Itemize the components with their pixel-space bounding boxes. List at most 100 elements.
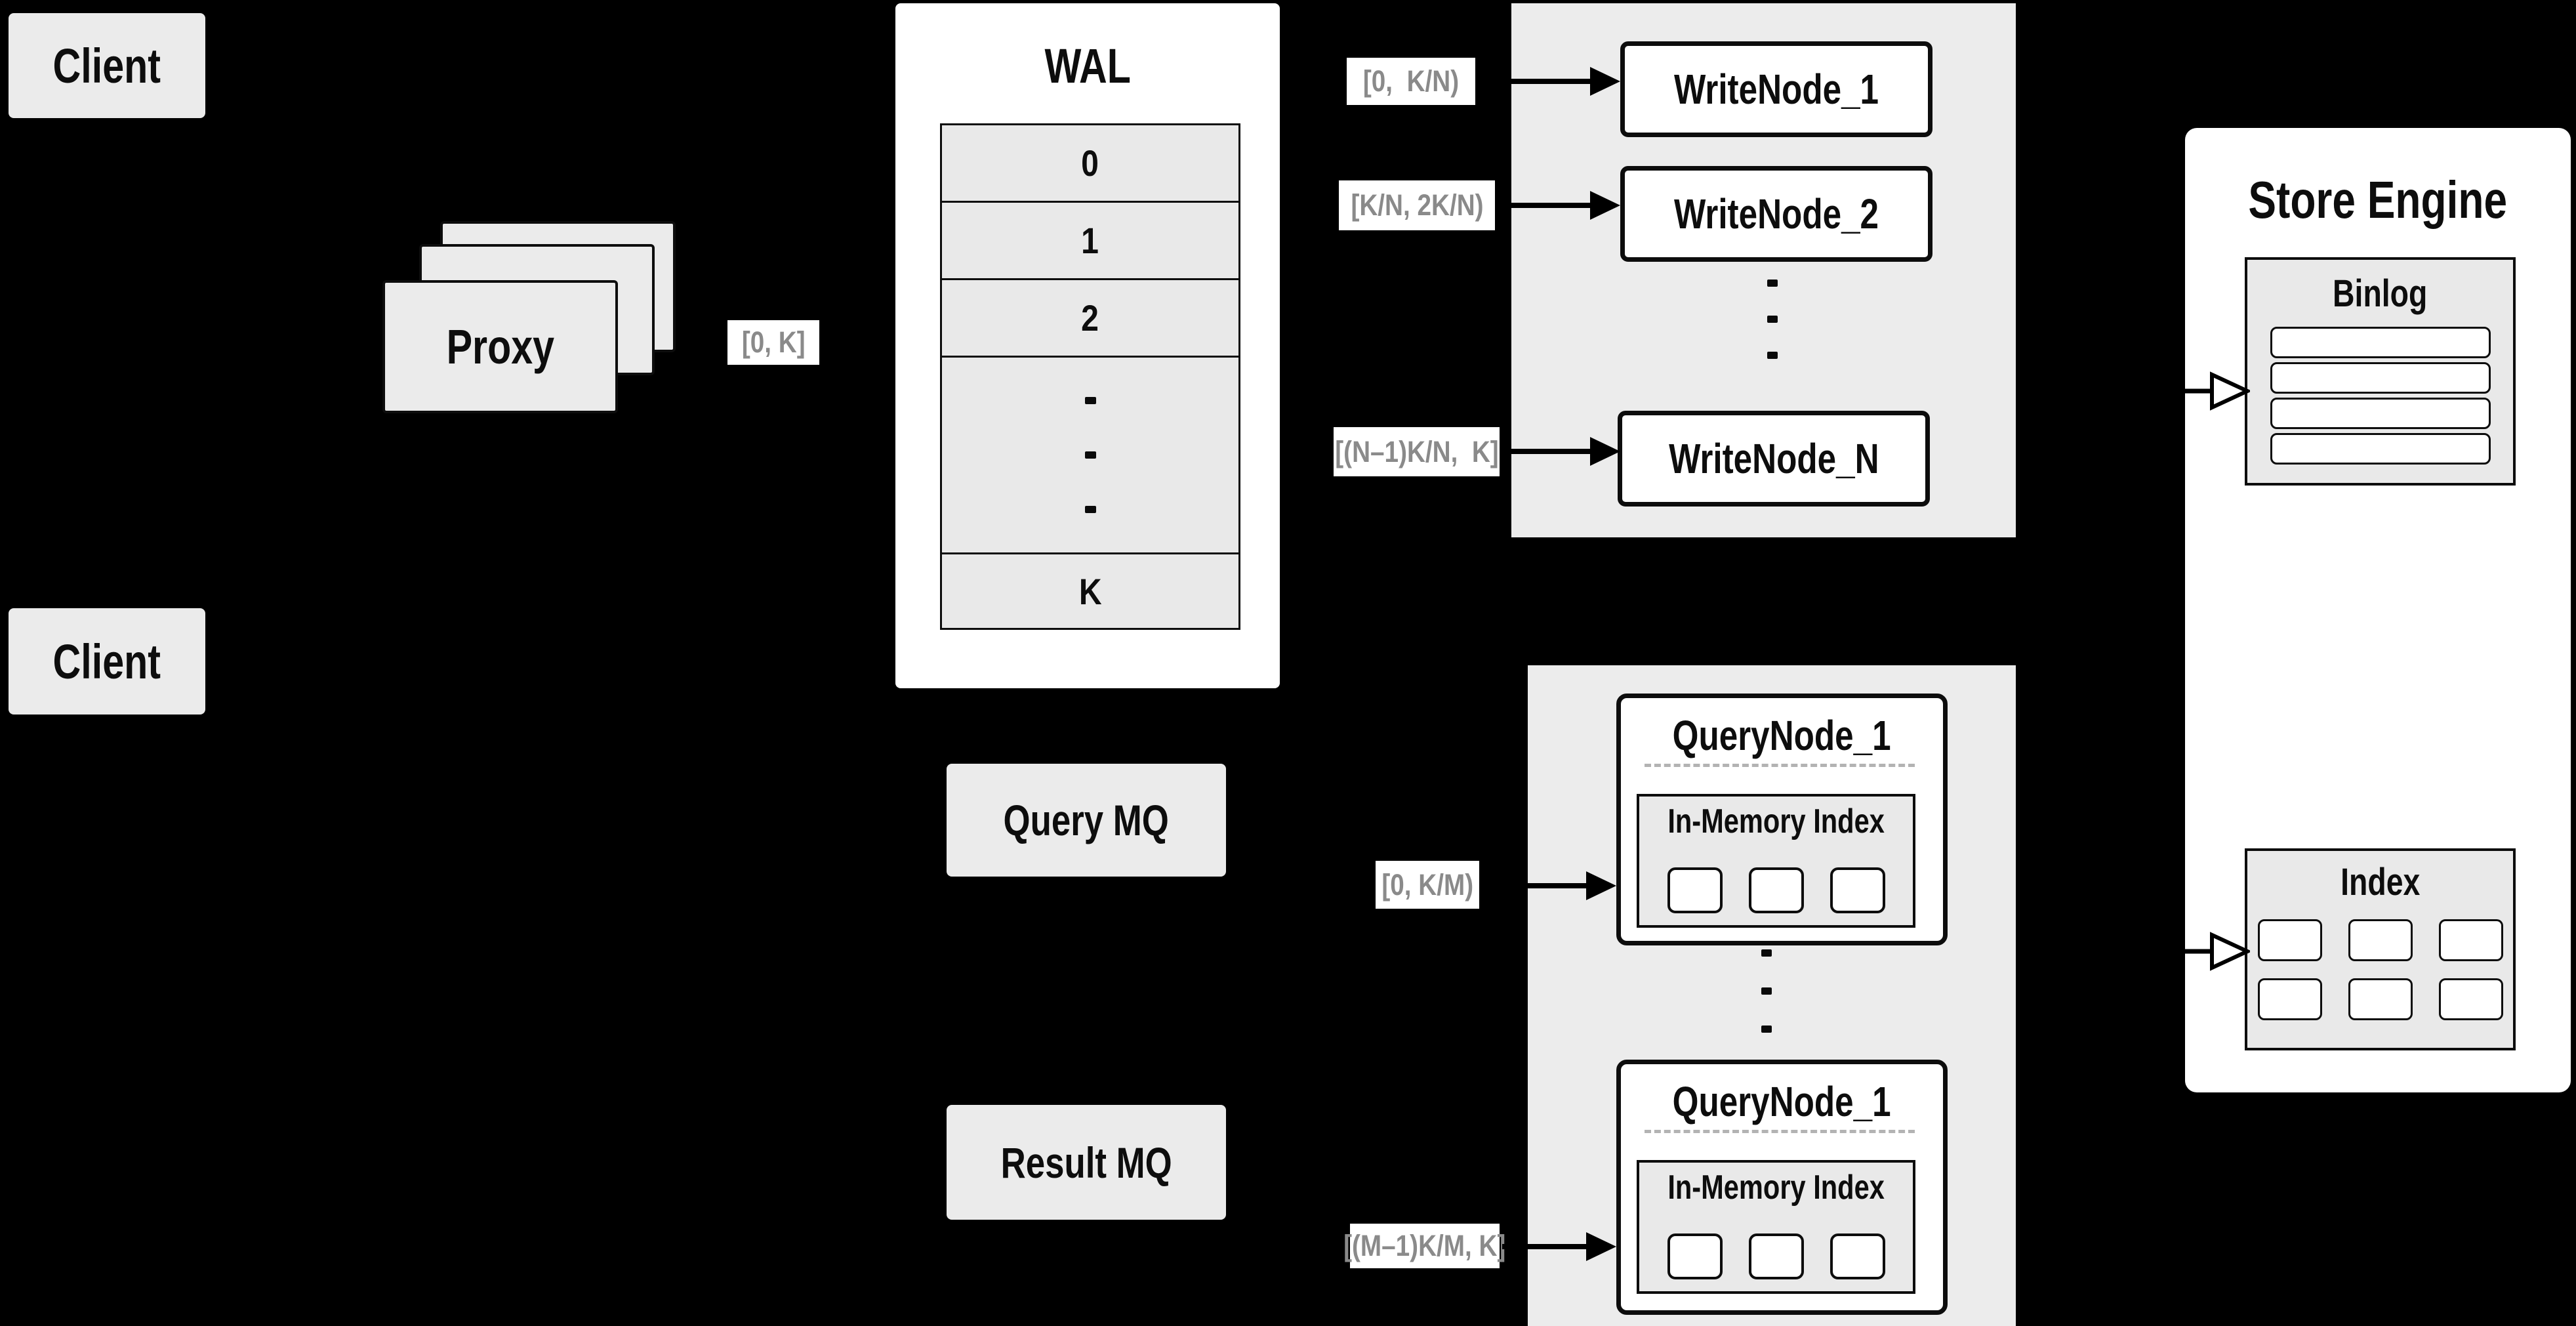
query-mq-label: Query MQ — [1003, 796, 1170, 844]
store-engine-panel: Store Engine Binlog Index — [2185, 128, 2571, 1092]
index-cell — [2438, 978, 2503, 1020]
query-node-ellipsis-dots — [1761, 949, 1772, 1033]
binlog-title-text: Binlog — [2333, 272, 2428, 315]
arrow-to-write-node-n — [1502, 437, 1620, 466]
memory-segment — [1667, 867, 1723, 913]
memory-segment — [1830, 867, 1885, 913]
in-memory-index-title-text: In-Memory Index — [1667, 1169, 1885, 1207]
index-title: Index — [2247, 859, 2513, 905]
open-arrow-to-index — [2125, 932, 2250, 971]
proxy-card-front: Proxy — [382, 280, 618, 413]
client-box-bottom: Client — [9, 608, 205, 715]
range-label-query-bottom: [(M–1)K/M, K] — [1343, 1224, 1506, 1268]
wal-row-k: K — [942, 554, 1238, 628]
wal-row-k-text: K — [1078, 570, 1102, 612]
in-memory-index-title: In-Memory Index — [1639, 1167, 1913, 1209]
dot — [1767, 352, 1778, 359]
in-memory-index-box-bottom: In-Memory Index — [1637, 1160, 1915, 1294]
range-label-query-bottom-text: [(M–1)K/M, K] — [1343, 1229, 1506, 1262]
query-node-top-title: QueryNode_1 — [1621, 707, 1943, 764]
query-node-panel: QueryNode_1 In-Memory Index Qu — [1528, 665, 2016, 1326]
memory-segment — [1748, 867, 1804, 913]
store-engine-title: Store Engine — [2185, 164, 2571, 236]
index-title-text: Index — [2340, 860, 2421, 903]
wal-title-text: WAL — [1044, 38, 1131, 93]
binlog-row — [2270, 362, 2491, 394]
arrowhead-icon — [1586, 871, 1616, 900]
store-engine-title-text: Store Engine — [2248, 171, 2508, 229]
client-bottom-label: Client — [52, 634, 161, 689]
wal-row-1: 1 — [942, 203, 1238, 280]
proxy-stack: Proxy — [375, 221, 680, 418]
dashed-divider — [1645, 764, 1915, 767]
range-label-write-2: [K/N, 2K/N) — [1339, 180, 1495, 230]
wal-row-0: 0 — [942, 125, 1238, 203]
dot — [1084, 397, 1096, 404]
dot — [1767, 280, 1778, 287]
open-arrow-to-binlog — [2125, 371, 2250, 411]
arrow-to-write-node-1 — [1478, 67, 1620, 96]
wal-row-1-text: 1 — [1081, 220, 1099, 261]
dot — [1761, 1026, 1772, 1033]
dot — [1761, 987, 1772, 995]
range-label-proxy-wal-text: [0, K] — [741, 325, 806, 359]
dot — [1084, 451, 1096, 459]
range-label-write-n-text: [(N–1)K/N, K] — [1334, 434, 1499, 468]
client-box-top: Client — [9, 13, 205, 118]
query-mq-box: Query MQ — [947, 764, 1226, 877]
range-label-query-top-text: [0, K/M) — [1381, 867, 1473, 901]
range-label-query-top: [0, K/M) — [1376, 861, 1479, 909]
range-label-write-1: [0, K/N) — [1347, 58, 1475, 105]
wal-title: WAL — [895, 33, 1280, 98]
open-arrowhead-icon — [2210, 371, 2250, 411]
memory-segment — [1667, 1233, 1723, 1279]
wal-row-ellipsis — [942, 358, 1238, 554]
write-node-1-label: WriteNode_1 — [1673, 66, 1879, 113]
index-box: Index — [2245, 848, 2516, 1050]
arrow-shaft — [1498, 203, 1593, 208]
arrow-to-write-node-2 — [1498, 191, 1620, 220]
wal-table: 0 1 2 K — [940, 123, 1240, 630]
memory-segment — [1748, 1233, 1804, 1279]
wal-ellipsis-dots — [1084, 397, 1096, 513]
query-node-box-top: QueryNode_1 In-Memory Index — [1616, 694, 1948, 945]
arrowhead-icon — [1590, 191, 1620, 220]
write-node-ellipsis-dots — [1767, 280, 1778, 359]
write-node-box-1: WriteNode_1 — [1620, 41, 1932, 137]
wal-row-0-text: 0 — [1081, 142, 1099, 184]
wal-row-2: 2 — [942, 280, 1238, 358]
write-node-2-label: WriteNode_2 — [1673, 190, 1879, 238]
binlog-title: Binlog — [2247, 270, 2513, 316]
arrow-to-query-node-bottom — [1502, 1232, 1616, 1261]
memory-segment — [1830, 1233, 1885, 1279]
index-cell — [2348, 919, 2413, 961]
in-memory-index-box-top: In-Memory Index — [1637, 794, 1915, 928]
binlog-rows — [2247, 327, 2513, 465]
result-mq-box: Result MQ — [947, 1105, 1226, 1220]
binlog-row — [2270, 433, 2491, 465]
wal-row-2-text: 2 — [1081, 297, 1099, 339]
memory-segment-row — [1639, 867, 1913, 913]
in-memory-index-title: In-Memory Index — [1639, 800, 1913, 842]
index-cell — [2348, 978, 2413, 1020]
index-cell — [2438, 919, 2503, 961]
query-node-box-bottom: QueryNode_1 In-Memory Index — [1616, 1060, 1948, 1315]
query-node-top-title-text: QueryNode_1 — [1673, 712, 1891, 759]
arrow-shaft — [1481, 883, 1589, 888]
index-cell — [2257, 919, 2322, 961]
client-top-label: Client — [52, 38, 161, 93]
in-memory-index-title-text: In-Memory Index — [1667, 802, 1885, 840]
range-label-write-1-text: [0, K/N) — [1362, 64, 1460, 98]
binlog-row — [2270, 327, 2491, 358]
arrowhead-icon — [1590, 67, 1620, 96]
index-cell-row — [2247, 978, 2513, 1020]
write-node-box-n: WriteNode_N — [1618, 411, 1930, 507]
write-node-box-2: WriteNode_2 — [1620, 166, 1932, 262]
dashed-divider — [1645, 1130, 1915, 1133]
arrow-to-query-node-top — [1481, 871, 1616, 900]
query-node-bottom-title-text: QueryNode_1 — [1673, 1078, 1891, 1125]
range-label-proxy-wal: [0, K] — [727, 320, 819, 365]
open-arrowhead-icon — [2210, 932, 2250, 971]
dot — [1767, 316, 1778, 323]
